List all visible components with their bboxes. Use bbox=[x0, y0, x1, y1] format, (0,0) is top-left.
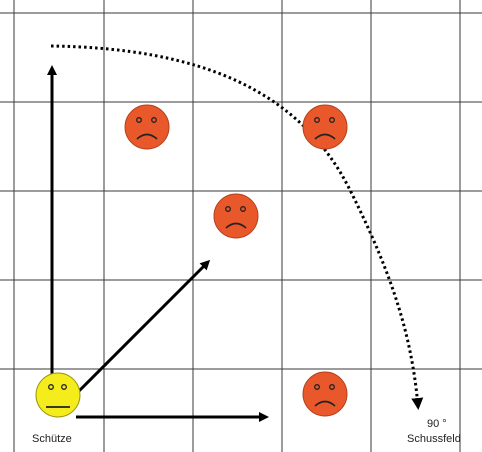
shooter-label: Schütze bbox=[32, 433, 72, 445]
sad-face-icon bbox=[302, 104, 348, 150]
target bbox=[302, 371, 348, 417]
target bbox=[302, 104, 348, 150]
angle-label: 90 ° bbox=[427, 418, 447, 430]
arrow-diagonal bbox=[76, 259, 211, 394]
sad-face-icon bbox=[213, 193, 259, 239]
target bbox=[124, 104, 170, 150]
sad-face-icon bbox=[302, 371, 348, 417]
sad-face-icon bbox=[124, 104, 170, 150]
target bbox=[213, 193, 259, 239]
shooter bbox=[35, 372, 81, 418]
field-of-fire-arc bbox=[50, 44, 424, 410]
field-of-fire-label: Schussfeld bbox=[407, 433, 461, 445]
neutral-face-icon bbox=[35, 372, 81, 418]
firing-arrows bbox=[47, 65, 269, 422]
